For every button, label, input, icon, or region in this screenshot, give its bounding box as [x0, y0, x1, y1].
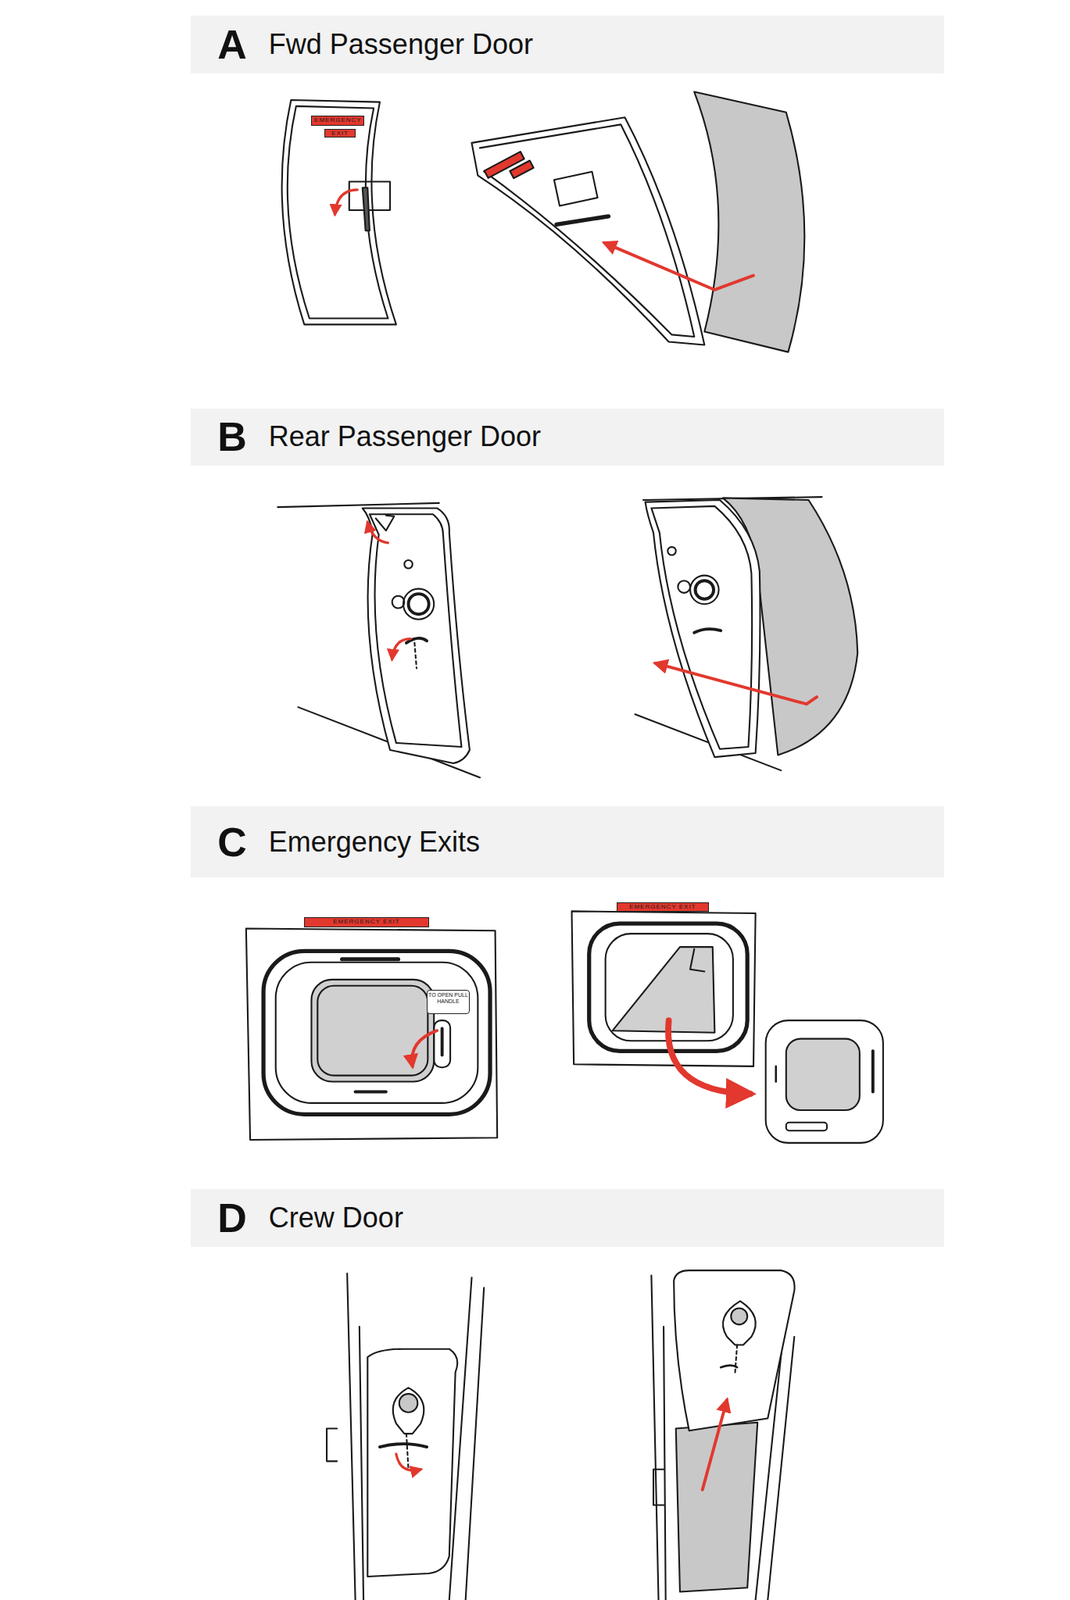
illustration-part: [722, 1301, 756, 1346]
illustration-part: [355, 1091, 387, 1095]
illustration-part: [604, 243, 754, 290]
fwd-door-open: [472, 92, 806, 353]
crew-door-closed: [326, 1273, 484, 1600]
illustration-part: [694, 92, 805, 353]
illustration-part: [399, 1394, 419, 1414]
illustration-part: [509, 160, 534, 179]
illustration-part: [362, 187, 370, 231]
illustration-part: [347, 1273, 355, 1600]
illustration-part: [367, 522, 388, 544]
illustration-part: [375, 515, 395, 532]
section-title: Emergency Exits: [268, 826, 480, 859]
illustration-part: [411, 1030, 437, 1067]
illustration-part: [572, 911, 756, 1067]
illustration-part: [408, 594, 430, 615]
illustration-part: [440, 1029, 444, 1056]
illustration-part: [379, 1444, 427, 1448]
illustration-part: [472, 117, 705, 345]
section-letter: B: [217, 413, 247, 461]
emergency-exit-closed: [246, 929, 498, 1141]
illustration-part: [554, 171, 598, 207]
door-placard: EMERGENCY: [311, 115, 365, 126]
illustration-part: [651, 506, 752, 750]
section-title: Rear Passenger Door: [268, 420, 541, 454]
illustration-part: [392, 596, 405, 609]
illustration-part: [677, 580, 691, 594]
illustration-part: [393, 1388, 425, 1435]
illustration-part: [326, 1429, 337, 1463]
instruction-placard: TO OPEN PULL HANDLE: [426, 990, 470, 1015]
section-header-band: B Rear Passenger Door: [190, 408, 945, 466]
section-letter: D: [217, 1195, 247, 1242]
illustration-part: [414, 643, 417, 670]
illustration-part: [556, 216, 609, 225]
crew-door-open: [651, 1270, 795, 1600]
illustration-part: [871, 1051, 875, 1092]
illustration-part: [786, 1039, 860, 1111]
illustration-part: [695, 580, 715, 600]
illustration-part: [690, 576, 720, 605]
illustration-part: [655, 663, 817, 705]
illustration-part: [612, 947, 716, 1034]
section-letter: C: [217, 819, 247, 867]
illustration-part: [484, 150, 534, 190]
illustration-part: [673, 1270, 795, 1432]
rear-door-closed: [277, 503, 480, 778]
emergency-exit-open: [572, 911, 884, 1143]
fwd-door-closed: [282, 100, 397, 325]
illustration-part: [392, 639, 412, 660]
illustration-part: [403, 589, 434, 620]
rear-door-open: [635, 497, 859, 771]
illustration-part: [694, 629, 721, 634]
illustration-part: [246, 929, 498, 1141]
illustration-part: [433, 1020, 451, 1068]
illustration-part: [404, 560, 412, 569]
illustration-part: [359, 1327, 364, 1600]
illustration-part: [349, 181, 391, 211]
illustration-part: [335, 189, 358, 215]
illustration-part: [720, 1366, 738, 1369]
illustration-part: [369, 514, 462, 748]
illustration-part: [263, 951, 491, 1115]
illustration-part: [730, 1308, 748, 1325]
illustration-part: [663, 1327, 666, 1600]
illustration-part: [465, 1288, 485, 1600]
illustration-part: [311, 980, 434, 1083]
exit-placard: EMERGENCY EXIT: [616, 902, 709, 913]
illustration-part: [342, 957, 399, 962]
illustration-part: [406, 1434, 409, 1471]
exit-placard: EMERGENCY EXIT: [304, 917, 429, 928]
illustration-part: [786, 1123, 827, 1131]
illustration-part: [287, 106, 389, 319]
section-title: Crew Door: [268, 1202, 404, 1235]
illustration-part: [651, 1276, 659, 1600]
section-letter: A: [217, 21, 247, 68]
door-placard: EXIT: [324, 128, 355, 139]
illustration-part: [653, 1470, 664, 1507]
section-header-band: C Emergency Exits: [190, 806, 945, 878]
illustration-part: [362, 508, 470, 764]
illustration-part: [396, 1454, 421, 1471]
illustration-part: [282, 100, 397, 325]
illustration-part: [277, 503, 439, 508]
section-header-band: A Fwd Passenger Door: [190, 15, 945, 74]
illustration-part: [702, 1400, 727, 1491]
illustration-part: [367, 1349, 458, 1578]
illustration-part: [479, 124, 695, 337]
illustration-part: [676, 1423, 758, 1593]
illustration-part: [645, 500, 761, 758]
section-title: Fwd Passenger Door: [268, 28, 534, 61]
illustration-part: [765, 1020, 884, 1144]
illustration-part: [690, 949, 705, 973]
illustration-part: [275, 962, 479, 1104]
illustration-part: [774, 1066, 777, 1083]
illustration-part: [667, 547, 676, 555]
section-header-band: D Crew Door: [190, 1189, 945, 1248]
illustration-part: [668, 1020, 751, 1095]
